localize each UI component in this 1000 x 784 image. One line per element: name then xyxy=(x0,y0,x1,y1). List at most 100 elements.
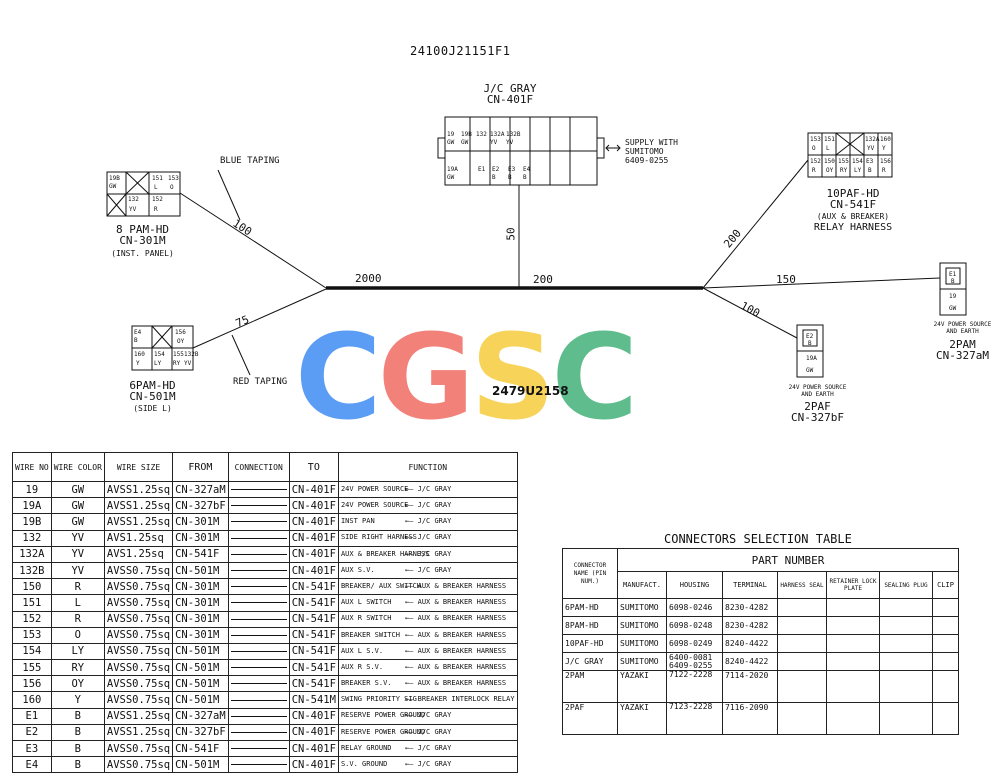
wire-to: CN-401F xyxy=(288,756,339,774)
wire-color: O xyxy=(50,626,105,644)
wire-connection xyxy=(227,545,290,563)
wire-size: AVSS0.75sq xyxy=(103,561,174,580)
connector-terminal: 8230-4282 xyxy=(722,616,778,635)
wire-connection xyxy=(227,529,290,547)
wire-from: CN-301M xyxy=(172,513,229,531)
wire-function: RESERVE POWER GROUND←— J/C GRAY xyxy=(337,723,518,742)
wire-color: B xyxy=(50,756,105,774)
branch-10paf xyxy=(702,159,809,289)
wire-to: CN-541F xyxy=(288,626,339,644)
wire-size: AVSS0.75sq xyxy=(103,691,174,709)
connector-manufact: YAZAKI xyxy=(617,702,667,735)
wire-no: 19A xyxy=(12,497,52,515)
blue-taping-label: BLUE TAPING xyxy=(220,156,280,166)
arrow-left-icon: ←— xyxy=(404,501,414,510)
wire-size: AVSS0.75sq xyxy=(103,659,174,677)
connector-housing: 7122-2228 xyxy=(666,670,723,703)
col-harness-seal: HARNESS SEAL xyxy=(777,571,827,599)
wire-color: GW xyxy=(50,513,105,531)
arrow-left-icon: ←— xyxy=(404,581,414,590)
2paf-note2: AND EARTH xyxy=(801,391,834,398)
connector-name: 10PAF-HD xyxy=(562,634,618,653)
arrow-left-icon: ←— xyxy=(404,517,414,526)
wire-from: CN-301M xyxy=(172,529,229,547)
watermark-logo: CGSC xyxy=(295,318,638,436)
col-from: FROM xyxy=(172,452,229,482)
wire-from: CN-501M xyxy=(172,642,229,661)
connector-terminal: 8240-4422 xyxy=(722,652,778,671)
jc-supply-1: SUPPLY WITH xyxy=(625,138,678,147)
wire-function: BREAKER SWITCH←— AUX & BREAKER HARNESS xyxy=(337,626,518,644)
wire-from: CN-541F xyxy=(172,739,229,758)
watermark-letter-s: S xyxy=(470,308,556,446)
wire-to: CN-401F xyxy=(288,561,339,580)
wire-connection xyxy=(227,675,290,693)
conn-table-title: CONNECTORS SELECTION TABLE xyxy=(664,532,852,546)
wire-function: AUX R SWITCH←— AUX & BREAKER HARNESS xyxy=(337,610,518,628)
wire-function: AUX L S.V.←— AUX & BREAKER HARNESS xyxy=(337,642,518,661)
col-wire-size: WIRE SIZE xyxy=(103,452,174,482)
wire-connection xyxy=(227,739,290,758)
wire-function: SIDE RIGHT HARNESS←— J/C GRAY xyxy=(337,529,518,547)
red-taping-label: RED TAPING xyxy=(233,377,288,387)
col-housing: HOUSING xyxy=(666,571,723,599)
connector-name: 2PAM xyxy=(562,670,618,703)
wire-table: WIRE NO WIRE COLOR WIRE SIZE FROM CONNEC… xyxy=(12,452,518,774)
wire-function: AUX L SWITCH←— AUX & BREAKER HARNESS xyxy=(337,594,518,612)
wire-function: AUX & BREAKER HARNESS←— J/C GRAY xyxy=(337,545,518,563)
wire-color: YV xyxy=(50,529,105,547)
col-clip: CLIP xyxy=(932,571,959,599)
arrow-left-icon: ←— xyxy=(404,614,414,623)
watermark-letter-c1: C xyxy=(295,308,382,446)
wire-from: CN-501M xyxy=(172,756,229,774)
wire-color: GW xyxy=(50,480,105,499)
wire-no: E3 xyxy=(12,739,52,758)
wire-color: LY xyxy=(50,642,105,661)
branch-6pam xyxy=(192,288,327,349)
wire-no: 153 xyxy=(12,626,52,644)
wire-to: CN-541F xyxy=(288,642,339,661)
wire-function: BREAKER/ AUX SWITCH←— AUX & BREAKER HARN… xyxy=(337,578,518,596)
wire-to: CN-401F xyxy=(288,723,339,742)
connector-manufact: SUMITOMO xyxy=(617,652,667,671)
wire-to: CN-401F xyxy=(288,707,339,725)
length-label-50: 50 xyxy=(504,227,518,241)
2paf-code: CN-327bF xyxy=(791,411,844,424)
connector-terminal: 8230-4282 xyxy=(722,598,778,617)
arrow-left-icon: ←— xyxy=(404,630,414,639)
wire-to: CN-541F xyxy=(288,659,339,677)
8pam-name: 8 PAM-HD xyxy=(116,223,169,236)
wire-connection xyxy=(227,626,290,644)
wire-to: CN-541F xyxy=(288,610,339,628)
2pam-name: 2PAM xyxy=(949,338,976,351)
wire-to: CN-541F xyxy=(288,578,339,596)
jc-supply-3: 6409-0255 xyxy=(625,156,669,165)
wire-no: 132 xyxy=(12,529,52,547)
wire-to: CN-541F xyxy=(288,675,339,693)
jc-name: J/C GRAY xyxy=(483,82,537,95)
wire-to: CN-541F xyxy=(288,594,339,612)
arrow-left-icon: ←— xyxy=(404,565,414,574)
wire-no: 19B xyxy=(12,513,52,531)
connector-terminal: 8240-4422 xyxy=(722,634,778,653)
wire-connection xyxy=(227,707,290,725)
wire-color: B xyxy=(50,707,105,725)
wire-color: GW xyxy=(50,497,105,515)
wire-from: CN-301M xyxy=(172,626,229,644)
blue-taping-leader xyxy=(217,169,241,221)
wire-from: CN-301M xyxy=(172,578,229,596)
col-retainer: RETAINER LOCK PLATE xyxy=(826,571,880,599)
wire-no: 19 xyxy=(12,480,52,499)
connector-terminal: 7114-2020 xyxy=(722,670,778,703)
10paf-name: 10PAF-HD xyxy=(826,187,880,200)
